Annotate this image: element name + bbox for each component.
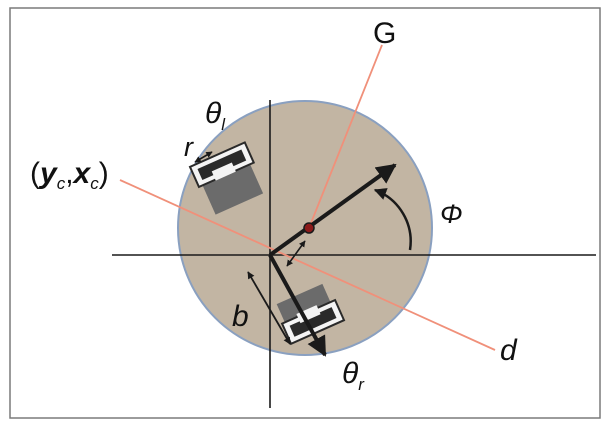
d-label: d <box>500 334 518 367</box>
r-dimension-arrow <box>194 151 213 163</box>
b-dimension-arrow <box>247 271 291 345</box>
left-wheel <box>188 141 264 215</box>
b-label: b <box>232 300 249 333</box>
center-point <box>303 222 315 234</box>
theta-l-label: θl <box>205 97 226 134</box>
goal-label: G <box>373 17 396 50</box>
offset-arrow <box>286 240 306 267</box>
center-coordinates-label: (yc,xc) <box>30 157 109 193</box>
goal-line <box>308 44 383 229</box>
heading-arrow <box>268 163 397 257</box>
phi-angle-arc <box>373 188 412 251</box>
phi-label: Φ <box>440 199 463 229</box>
r-label: r <box>184 132 194 162</box>
theta-r-label: θr <box>342 357 365 394</box>
wheel-axis-line <box>119 179 496 351</box>
